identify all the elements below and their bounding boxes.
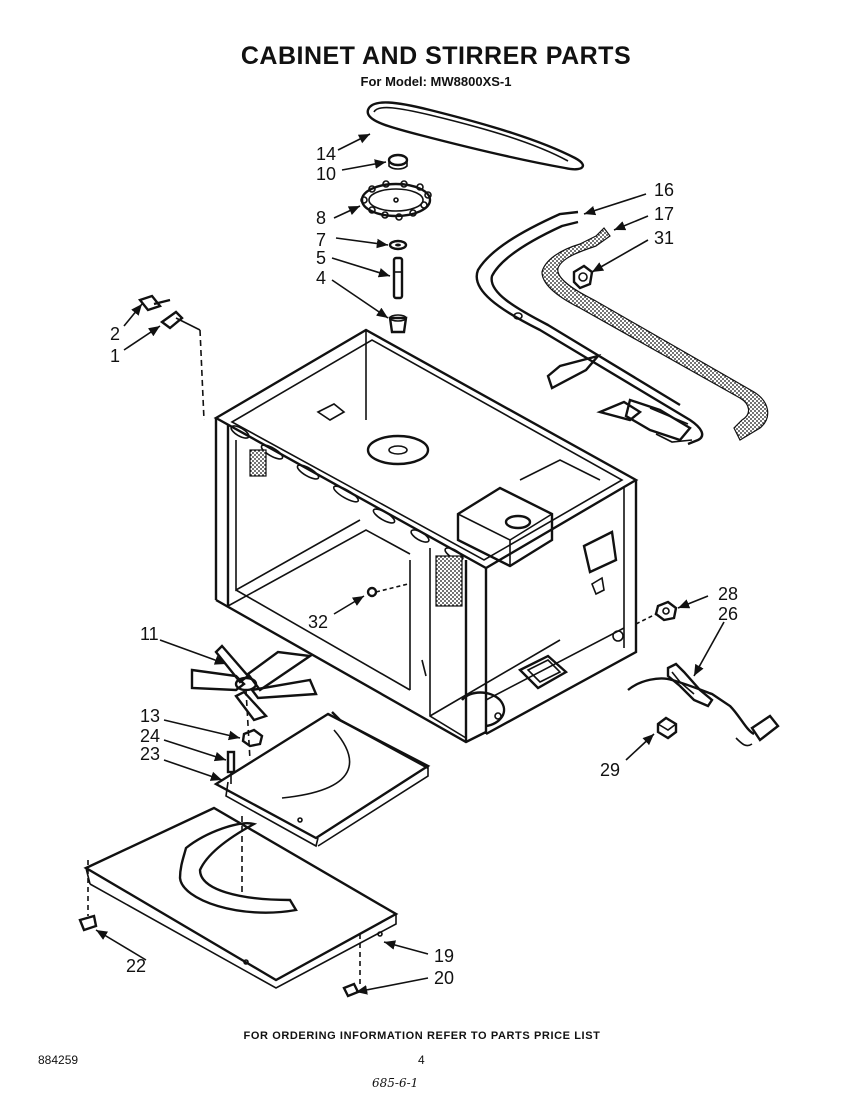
screw-part-32 <box>366 583 409 598</box>
clip-part-20 <box>342 934 361 998</box>
callout-23: 23 <box>140 744 160 764</box>
callout-11: 11 <box>140 624 159 644</box>
callout-17: 17 <box>654 204 674 224</box>
ordering-note: FOR ORDERING INFORMATION REFER TO PARTS … <box>243 1030 601 1042</box>
callout-8: 8 <box>316 208 326 228</box>
callout-2: 2 <box>110 324 120 344</box>
callout-28: 28 <box>718 584 738 604</box>
stirrer-shaft-part-5 <box>392 256 404 300</box>
callout-16: 16 <box>654 180 674 200</box>
screw-part-22 <box>78 860 98 932</box>
stirrer-belt-part-14 <box>366 101 585 171</box>
page-number: 4 <box>418 1053 425 1067</box>
cabinet-frame <box>213 328 639 744</box>
callout-4: 4 <box>316 268 326 288</box>
callout-19: 19 <box>434 946 454 966</box>
callout-20: 20 <box>434 968 454 988</box>
gasket-part-17 <box>541 227 769 441</box>
callout-13: 13 <box>140 706 160 726</box>
washer-part-7 <box>388 239 408 251</box>
callout-26: 26 <box>718 604 738 624</box>
fan-shaft-part-24 <box>226 750 236 784</box>
callout-22: 22 <box>126 956 146 976</box>
callout-32: 32 <box>308 612 328 632</box>
bottom-plate-part-19 <box>83 806 399 989</box>
strain-relief-part-29 <box>656 716 678 740</box>
callout-14: 14 <box>316 144 336 164</box>
vent-slots <box>230 425 464 561</box>
callout-5: 5 <box>316 248 326 268</box>
callout-24: 24 <box>140 726 160 746</box>
fan-nut-part-13 <box>241 728 264 748</box>
callout-1: 1 <box>110 346 120 366</box>
power-cord-part-26 <box>627 662 780 747</box>
stirrer-cover-tray <box>213 711 431 848</box>
callout-10: 10 <box>316 164 336 184</box>
grommet-part-31 <box>572 264 594 290</box>
stirrer-fan-blade-part-11 <box>190 644 318 761</box>
bearing-part-4 <box>388 314 408 334</box>
callout-29: 29 <box>600 760 620 780</box>
callout-numbers: 14 10 8 7 5 4 2 1 16 17 31 11 32 28 26 1… <box>110 144 738 988</box>
document-number: 884259 <box>38 1053 79 1067</box>
stirrer-nut-part-10 <box>387 153 409 170</box>
page-title: CABINET AND STIRRER PARTS <box>240 42 632 70</box>
ground-nut-part-28 <box>635 600 678 625</box>
handwritten-note: 685-6-1 <box>372 1076 419 1090</box>
leader-lines <box>95 133 725 995</box>
model-subtitle: For Model: MW8800XS-1 <box>360 74 512 89</box>
callout-7: 7 <box>316 230 326 250</box>
bracket-part-1 <box>159 310 205 421</box>
stirrer-pulley-part-8 <box>360 180 432 221</box>
callout-31: 31 <box>654 228 674 248</box>
air-duct-part-16 <box>475 210 704 446</box>
screw-part-2 <box>137 294 171 312</box>
